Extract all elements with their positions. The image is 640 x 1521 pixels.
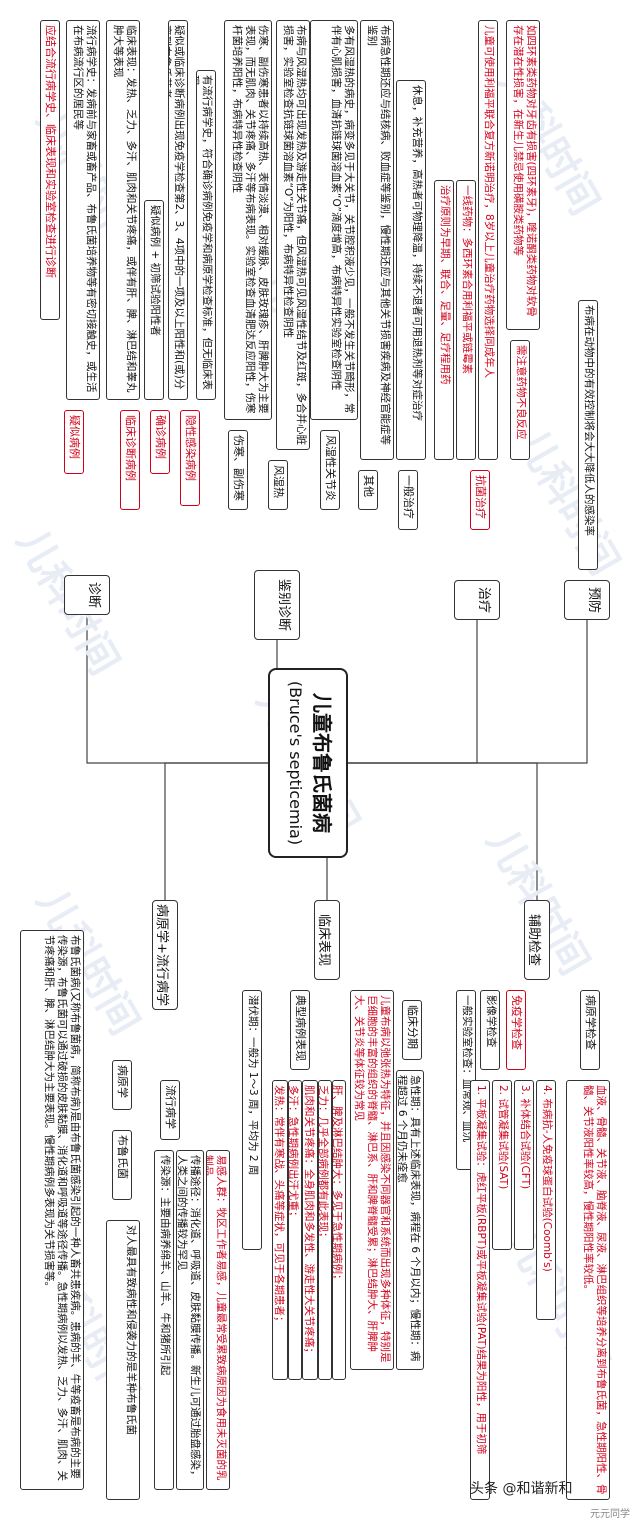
page-subtitle: (Bruce's septicemia) [286, 680, 305, 846]
treatment-caution-text: 如四环素类药物对牙齿有损害(四环素牙)，喹诺酮类药物对软骨存在潜在性损害，在新生… [506, 20, 540, 330]
clinical-diagnosis-case: 临床诊断病例 [120, 410, 140, 510]
treatment-children: 儿童可使用利福平联合复方新诺明治疗，8岁以上儿童治疗药物选择同成年人 [478, 20, 498, 460]
epi-susceptible: 易感人群：牧区工作者易感，儿童最常受累致病原因为食用未灭菌的乳制品 [206, 1150, 230, 1490]
clinical-incubation: 潜伏期：一般为 1～3 周，平均为 2 周 [242, 990, 262, 1250]
epi-route: 传播途径：消化道、呼吸道、皮肤黏膜传播。新生儿可通过胎盘感染，人类之间的传播较为… [176, 1150, 204, 1490]
diff-other-label: 其他 [358, 470, 378, 510]
treatment-general-text: 休息，补充营养，高热者可物理降温，持续不退者可用退热剂等对症治疗 [396, 80, 426, 460]
typical-pain: 肌肉和关节疼痛：全身肌肉和多发性、游走性大关节疼痛； [302, 1080, 318, 1380]
diff-rheumatic-fever-text: 布病与风湿热均可出现发热及游走性关节痛，但风湿热可见风湿性结节及红斑，多合并心脏… [276, 20, 310, 450]
branch-lab: 辅助检查 [524, 900, 550, 980]
etiology-pathogen: 病原学 [112, 1060, 132, 1110]
branch-treatment: 治疗 [454, 580, 500, 620]
lab-etiology: 病原学检查 [580, 990, 600, 1070]
branch-diagnosis: 诊断 [64, 575, 110, 615]
diagnosis-standard: 应结合流行病学史、临床表现和实验室检查进行诊断 [40, 20, 60, 320]
connector-branch-etiology [164, 762, 308, 955]
etiology-brucella: 布鲁氏菌 [112, 1130, 132, 1200]
immuno-plate: 1. 平板凝集试验：虎红平板(RBPT)或平板凝集试验(PAT)结果为阳性，用于… [470, 1080, 490, 1500]
confirmed-case: 确诊病例 [150, 410, 170, 474]
suspected-case: 疑似病例 [64, 410, 84, 474]
prevention-text: 布病在动物中的有效控制将会大大降低人的感染率 [578, 300, 598, 570]
immuno-cft: 3. 补体结合试验(CFT) [514, 1080, 534, 1250]
confirmed-text: 疑似或临床诊断病例出现免疫学检查第2、3、4项中的一项及以上阳性和(或)分离到布… [168, 20, 188, 400]
lab-imaging: 影像学检查 [480, 990, 500, 1070]
clinical-child-text: 儿童布病以弛张热为特征，并且因感染不同器官和系统而出现多种体征，特别是巨细胞的丰… [350, 990, 394, 1370]
immuno-coombs: 4. 布病抗-人免疫球蛋白试验(Coomb’s) [536, 1080, 556, 1320]
latent-text: 有流行病学史，符合确诊病例免疫学和病原学检查标准，但无临床表现 [196, 70, 216, 400]
treatment-principle: 治疗原则为早期、联合、足量、足疗程用药 [434, 180, 454, 460]
center-topic: 儿童布鲁氏菌病 (Bruce's septicemia) [268, 668, 348, 858]
treatment-general: 一般治疗 [398, 470, 418, 530]
diff-typhoid-label: 伤寒、副伤寒 [228, 430, 248, 510]
etiology-pathogen-text: 对人最具有致病性和侵袭力的是羊种布鲁氏菌 [106, 1220, 140, 1500]
etiology-intro: 布鲁氏菌病(又称布鲁菌病，简称布病)是由布鲁氏菌感染引起的一种人畜共患疾病。患病… [20, 930, 84, 1490]
diff-arthritis-text: 多有风湿热的病史，病变多见于大关节，关节腔积液少见，一般不发生关节畸形，常伴有心… [310, 20, 358, 420]
typical-fatigue: 乏力：几乎全部病例都有此表现； [318, 1080, 332, 1380]
treatment-caution: 需注意药物不良反应 [510, 340, 530, 460]
diff-other-text: 布病急性期还应与结核病、败血症等鉴别，慢性期还应与其他关节损害疾病及神经官能症等… [360, 20, 394, 460]
page-title: 儿童布鲁氏菌病 [310, 693, 334, 833]
typical-enlargement: 肝、脾及淋巴结肿大：多见于急性期病例； [332, 1080, 346, 1380]
connector-branch-lab [308, 762, 538, 940]
clinical-staging-text: 急性期：具有上述临床表现，病程在 6 个月以内；慢性期：病程超过 6 个月仍未痊… [396, 1070, 424, 1370]
branch-prevention: 预防 [564, 580, 610, 620]
branch-differential: 鉴别诊断 [254, 570, 300, 640]
diff-arthritis-label: 风湿性关节炎 [320, 430, 340, 510]
clinical-staging: 临床分期 [402, 1000, 422, 1060]
immuno-sat: 2. 试管凝集试验(SAT) [492, 1080, 512, 1250]
lab-etiology-text: 血液、骨髓、关节液、脑脊液、尿液、淋巴组织等培养分离到布鲁氏菌，急性期阳性、骨髓… [566, 1080, 610, 1500]
diff-rheumatic-fever-label: 风湿热 [268, 460, 288, 510]
suspected-history: 流行病学史：发病前与家畜或畜产品、布鲁氏菌培养物等有密切接触史，或生活在布病流行… [66, 20, 100, 400]
latent-case: 隐性感染病例 [180, 410, 200, 506]
clinical-diagnosis-text: 疑似病例 + 初筛试验阳性者 [144, 200, 164, 400]
suspected-symptoms: 临床表现：发热、乏力、多汗、肌肉和关节疼痛，或伴有肝、脾、淋巴结和睾丸肿大等表现 [106, 20, 140, 400]
branch-clinical: 临床表现 [314, 900, 340, 980]
branch-etiology: 病原学+流行病学 [152, 900, 178, 1010]
author-credit: 头条 @和谐新和 [470, 1481, 573, 1497]
typical-sweating: 多汗：急性期病例出汗尤重； [288, 1080, 302, 1380]
diff-typhoid-text: 伤寒、副伤寒患者以持续高热、表情淡漠、相对缓脉、皮肤玫瑰疹、肝脾肿大为主要表现，… [224, 20, 272, 420]
etiology-epidemiology: 流行病学 [160, 1080, 180, 1140]
clinical-typical: 典型病例表现 [290, 990, 310, 1070]
author-credit-secondary: 元元同学 [590, 1509, 630, 1520]
treatment-first-line: 一线药物：多西环素合用利福平或链霉素 [456, 180, 476, 460]
epi-source: 传染源：主要由病养绵羊、山羊、牛和猪所引起 [154, 1150, 174, 1490]
typical-fever: 发热：常伴有寒战、头痛等症状，可见于各期患者； [272, 1080, 288, 1380]
lab-immuno: 免疫学检查 [506, 990, 526, 1070]
treatment-antibacterial: 抗菌治疗 [470, 470, 490, 530]
